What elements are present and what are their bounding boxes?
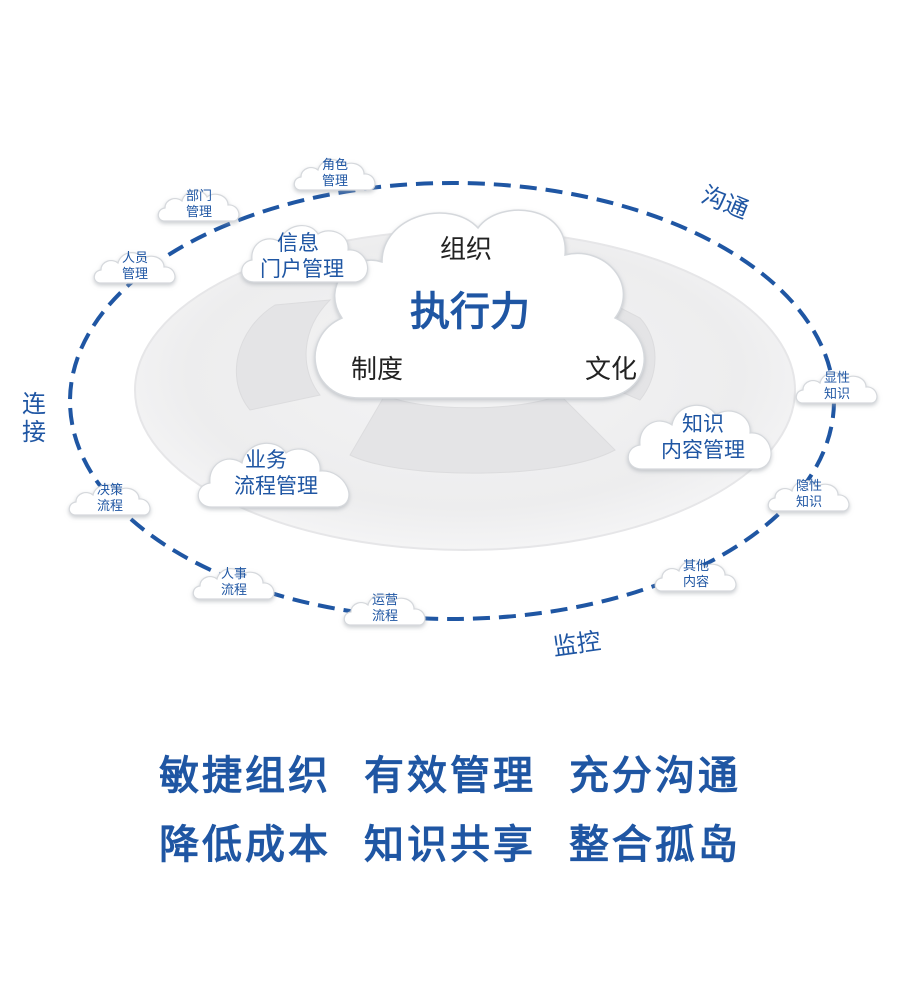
node-dept-line1: 部门	[186, 189, 212, 204]
knowledge-line1: 知识	[682, 412, 724, 436]
node-decision-line1: 决策	[97, 482, 123, 498]
center-cloud	[314, 209, 645, 399]
node-tacit-line1: 隐性	[796, 479, 822, 494]
knowledge-cloud: 知识 内容管理	[627, 404, 772, 470]
node-hr-process: 人事 流程	[192, 567, 275, 600]
slogan-full-communication: 充分沟通	[568, 753, 741, 799]
node-explicit-line1: 显性	[824, 371, 850, 386]
node-ops-line2: 流程	[372, 609, 398, 624]
process-cloud: 业务 流程管理	[197, 442, 350, 508]
node-decision-line2: 流程	[97, 499, 123, 514]
ring-label-communicate: 沟通	[697, 181, 752, 225]
portal-cloud: 信息 门户管理	[241, 225, 369, 283]
node-role-line2: 管理	[322, 174, 348, 189]
portal-line2: 门户管理	[260, 257, 344, 281]
node-explicit-knowledge: 显性 知识	[795, 371, 878, 404]
node-other-line1: 其他	[683, 559, 709, 574]
process-line2: 流程管理	[234, 474, 318, 498]
node-person-line1: 人员	[122, 251, 148, 266]
node-other-line2: 内容	[683, 574, 709, 590]
ring-label-connect-1: 连	[22, 390, 46, 418]
node-tacit-line2: 知识	[796, 494, 822, 510]
slogan-line-1: 敏捷组织 有效管理 充分沟通	[0, 743, 900, 801]
node-decision-process: 决策 流程	[68, 482, 151, 516]
node-hr-line2: 流程	[221, 583, 247, 598]
process-line1: 业务	[245, 448, 287, 472]
slogan-agile-org: 敏捷组织	[159, 753, 332, 799]
slogan-line-2: 降低成本 知识共享 整合孤岛	[0, 812, 900, 870]
portal-line1: 信息	[277, 231, 319, 255]
node-role: 角色 管理	[293, 157, 376, 191]
ring-label-connect-2: 接	[22, 418, 46, 446]
node-dept: 部门 管理	[157, 189, 240, 222]
node-role-line1: 角色	[322, 157, 348, 173]
center-left-label: 制度	[351, 355, 403, 385]
node-ops-line1: 运营	[372, 593, 398, 608]
center-top-label: 组织	[440, 235, 492, 265]
execution-diagram: 组织 执行力 制度 文化 信息 门户管理 知识 内容管理 业务 流程管理 角色 …	[22, 157, 878, 661]
node-person: 人员 管理	[93, 251, 176, 284]
slogan-knowledge-sharing: 知识共享	[364, 822, 536, 868]
node-tacit-knowledge: 隐性 知识	[767, 479, 850, 512]
center-right-label: 文化	[585, 355, 637, 385]
slogan-effective-mgmt: 有效管理	[364, 753, 536, 799]
node-hr-line1: 人事	[221, 567, 247, 582]
node-other-content: 其他 内容	[654, 559, 737, 592]
slogan-integrate-silos: 整合孤岛	[568, 822, 741, 868]
node-explicit-line2: 知识	[824, 386, 850, 402]
node-person-line2: 管理	[122, 267, 148, 282]
knowledge-line2: 内容管理	[661, 438, 745, 462]
center-title: 执行力	[410, 289, 530, 335]
slogan-reduce-cost: 降低成本	[159, 822, 332, 868]
ring-label-monitor: 监控	[551, 627, 602, 661]
node-dept-line2: 管理	[186, 205, 212, 220]
node-ops-process: 运营 流程	[343, 593, 426, 626]
